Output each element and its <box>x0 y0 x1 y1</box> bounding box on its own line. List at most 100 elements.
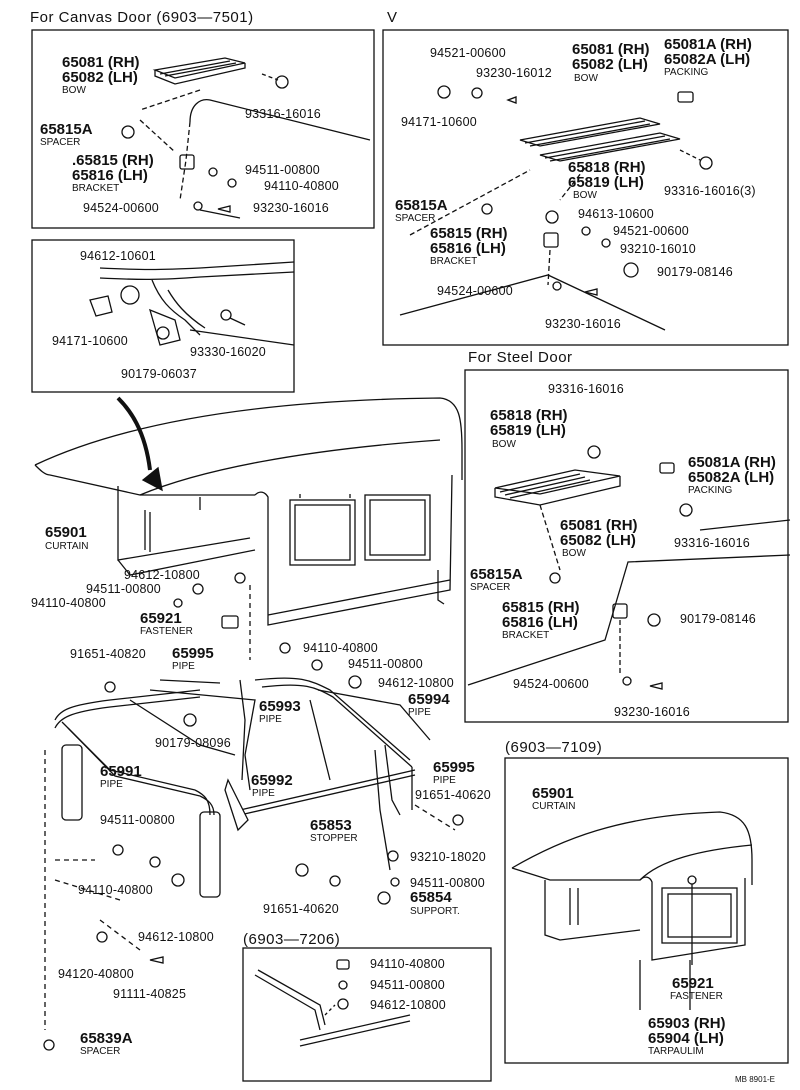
part-number: 93210-16010 <box>620 242 696 256</box>
part-label: 65082 (LH) <box>560 532 636 549</box>
part-number: 94521-00600 <box>430 46 506 60</box>
7109-panel-art <box>511 811 753 1010</box>
part-caption: PACKING <box>664 67 709 78</box>
part-caption: PIPE <box>252 788 275 799</box>
part-label: 65081A (RH) <box>664 36 752 53</box>
part-caption: STOPPER <box>310 833 358 844</box>
part-caption: PIPE <box>408 707 431 718</box>
steel-door-header: For Steel Door <box>468 349 573 366</box>
part-label: 65815A <box>470 566 523 583</box>
part-caption: SUPPORT. <box>410 906 460 917</box>
7206-panel-border <box>242 947 492 1082</box>
part-label: 65901 <box>45 524 87 541</box>
range-7109-header: (6903—7109) <box>505 739 603 756</box>
part-label: 65815A <box>395 197 448 214</box>
part-label: 65081 (RH) <box>572 41 650 58</box>
part-number: 93230-16016 <box>545 317 621 331</box>
part-number: 94612-10601 <box>80 249 156 263</box>
part-number: 94110-40800 <box>264 179 339 193</box>
part-number: 94612-10800 <box>370 998 446 1012</box>
part-label: 65081 (RH) <box>560 517 638 534</box>
part-number: 94171-10600 <box>401 115 477 129</box>
part-number: 94511-00800 <box>86 582 161 596</box>
part-caption: SPACER <box>80 1046 121 1057</box>
part-caption: FASTENER <box>140 626 193 637</box>
part-number: 91651-40820 <box>70 647 146 661</box>
part-label: 65815 (RH) <box>502 599 580 616</box>
part-label: 65921 <box>140 610 182 627</box>
part-caption: BRACKET <box>502 630 550 641</box>
part-number: 93210-18020 <box>410 850 486 864</box>
part-label: 65819 (LH) <box>568 174 644 191</box>
range-7206-header: (6903—7206) <box>243 931 341 948</box>
part-caption: PACKING <box>688 485 733 496</box>
canvas-door-panel-border <box>31 29 375 229</box>
part-label: 65082 (LH) <box>62 69 138 86</box>
part-caption: PIPE <box>433 775 456 786</box>
part-number: 94613-10600 <box>578 207 654 221</box>
pipe-frame-art <box>43 572 464 1051</box>
part-number: 94110-40800 <box>31 596 106 610</box>
canvas-door-header: For Canvas Door (6903—7501) <box>30 9 254 26</box>
part-number: 91651-40620 <box>415 788 491 802</box>
part-caption: CURTAIN <box>45 541 89 552</box>
part-caption: SPACER <box>395 213 436 224</box>
part-number: 93230-16012 <box>476 66 552 80</box>
part-label: 65903 (RH) <box>648 1015 726 1032</box>
part-caption: BOW <box>492 439 516 450</box>
part-caption: BOW <box>573 190 597 201</box>
part-label: 65816 (LH) <box>72 167 148 184</box>
part-label: 65816 (LH) <box>430 240 506 257</box>
v-header: V <box>387 9 398 26</box>
part-number: 90179-08096 <box>155 736 231 750</box>
part-label: 65082 (LH) <box>572 56 648 73</box>
part-number: 90179-08146 <box>657 265 733 279</box>
part-number: 94524-00600 <box>513 677 589 691</box>
inset-detail-panel-border <box>31 239 295 393</box>
part-number: 93316-16016 <box>674 536 750 550</box>
part-number: 93230-16016 <box>614 705 690 719</box>
part-label: 65995 <box>433 759 475 776</box>
part-number: 94110-40800 <box>370 957 445 971</box>
part-number: 93230-16016 <box>253 201 329 215</box>
part-label: 65082A (LH) <box>688 469 775 486</box>
part-number: 90179-06037 <box>121 367 197 381</box>
part-label: 65819 (LH) <box>490 422 566 439</box>
steel-door-panel-border <box>464 369 789 723</box>
part-label: 65815 (RH) <box>430 225 508 242</box>
part-number: 93316-16016 <box>245 107 321 121</box>
part-label: 65993 <box>259 698 301 715</box>
part-number: 94511-00800 <box>100 813 175 827</box>
part-caption: CURTAIN <box>532 801 576 812</box>
part-label: 65818 (RH) <box>490 407 568 424</box>
part-caption: PIPE <box>259 714 282 725</box>
part-caption: BRACKET <box>72 183 120 194</box>
part-label: 65854 <box>410 889 452 906</box>
part-label: 65815A <box>40 121 93 138</box>
part-number: 94110-40800 <box>303 641 378 655</box>
part-caption: TARPAULIM <box>648 1046 704 1057</box>
main-top-art <box>34 396 463 626</box>
part-label: .65815 (RH) <box>72 152 154 169</box>
canvas-door-bow-art <box>121 57 371 219</box>
7206-panel-art <box>254 959 411 1047</box>
part-label: 65081A (RH) <box>688 454 776 471</box>
inset-bracket-art <box>89 261 295 346</box>
part-label: 65081 (RH) <box>62 54 140 71</box>
steel-door-art <box>467 445 791 690</box>
part-label: 65994 <box>408 691 450 708</box>
part-number: 94511-00800 <box>410 876 485 890</box>
part-caption: PIPE <box>100 779 123 790</box>
part-number: 91111-40825 <box>113 987 187 1001</box>
part-number: 93330-16020 <box>190 345 266 359</box>
part-label: 65839A <box>80 1030 133 1047</box>
part-number: 90179-08146 <box>680 612 756 626</box>
part-number: 93316-16016 <box>548 382 624 396</box>
part-caption: FASTENER <box>670 991 723 1002</box>
part-number: 94521-00600 <box>613 224 689 238</box>
part-label: 65995 <box>172 645 214 662</box>
part-number: 94110-40800 <box>78 883 153 897</box>
part-label: 65818 (RH) <box>568 159 646 176</box>
